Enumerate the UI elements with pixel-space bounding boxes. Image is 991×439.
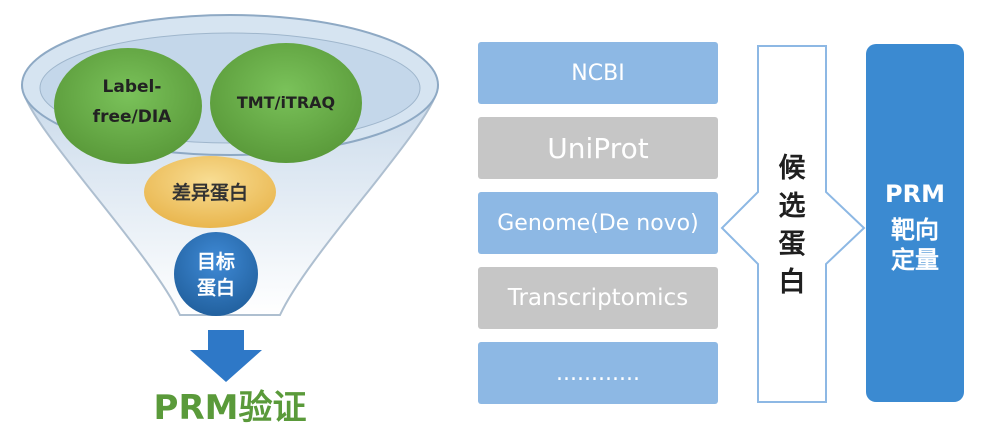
db-more: ............ bbox=[478, 342, 718, 404]
prm-text: PRM bbox=[885, 180, 945, 208]
tmt-itraq-circle bbox=[210, 43, 362, 163]
diff-protein-text: 差异蛋白 bbox=[172, 181, 248, 204]
prm-verify-label: PRM验证 bbox=[153, 388, 307, 428]
prm-targeted-quant-box: PRM 靶向 定量 bbox=[866, 44, 964, 402]
diff-protein-ellipse bbox=[144, 156, 276, 228]
candidate-protein-text: 候选蛋白 bbox=[778, 153, 806, 298]
label-free-dia-circle bbox=[54, 48, 202, 164]
label-free-text-line1: Label- bbox=[103, 77, 162, 97]
db-transcriptomics: Transcriptomics bbox=[478, 267, 718, 329]
down-arrow-icon bbox=[190, 330, 262, 382]
db-genome: Genome(De novo) bbox=[478, 192, 718, 254]
db-uniprot: UniProt bbox=[478, 117, 718, 179]
target-protein-text-line1: 目标 bbox=[197, 251, 235, 273]
db-ncbi: NCBI bbox=[478, 42, 718, 104]
quantification-text: 定量 bbox=[891, 246, 939, 274]
target-protein-circle bbox=[174, 232, 258, 316]
targeted-text: 靶向 bbox=[891, 216, 939, 244]
funnel-diagram: Label- free/DIA TMT/iTRAQ 差异蛋白 目标 蛋白 bbox=[20, 14, 440, 382]
label-free-text-line2: free/DIA bbox=[93, 107, 172, 127]
tmt-itraq-text: TMT/iTRAQ bbox=[237, 93, 335, 112]
candidate-double-arrow bbox=[720, 45, 866, 403]
target-protein-text-line2: 蛋白 bbox=[197, 276, 235, 299]
